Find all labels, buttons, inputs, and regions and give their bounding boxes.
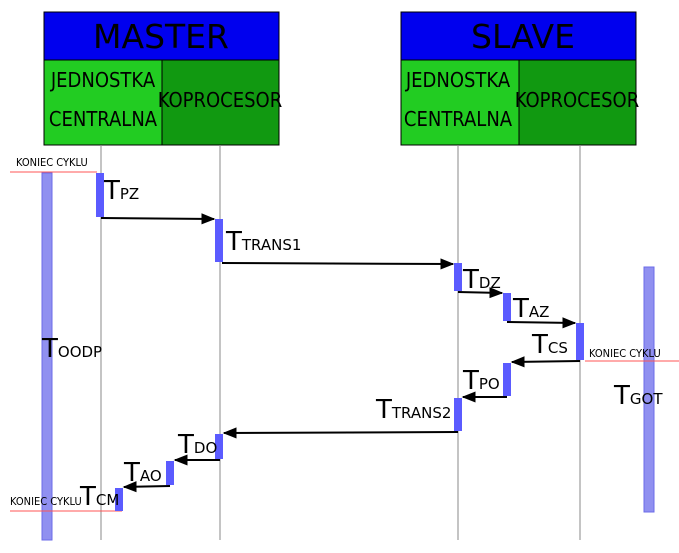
msg-arrow-cs-return [510, 356, 581, 368]
label-tdo-sub: DO [194, 439, 217, 457]
label-tcm-main: T [79, 482, 96, 512]
activation-ttrans2 [454, 398, 462, 431]
label-tpo-sub: PO [479, 375, 500, 393]
activation-tcm [115, 488, 123, 511]
msg-arrow-az [506, 317, 577, 329]
label-tdz-sub: DZ [479, 274, 501, 292]
master-cpu-label-line1: JEDNOSTKA [50, 68, 156, 92]
slave-cpu-label-line2: CENTRALNA [404, 107, 513, 131]
activation-ttrans1 [215, 219, 223, 262]
master-cpu-box [43, 59, 163, 146]
slave-title: SLAVE [471, 17, 575, 56]
tgot-period-bar [643, 266, 655, 513]
master-coproc-box [161, 59, 280, 146]
label-tdo: TDO [177, 430, 217, 460]
cycle-end-note-bottom: KONIEC CYKLU [10, 495, 82, 508]
label-tcm: TCM [79, 482, 119, 512]
msg-arrow-trans1 [221, 258, 455, 270]
label-tpz-main: T [103, 176, 120, 206]
cycle-end-note-top: KONIEC CYKLU [16, 156, 88, 169]
label-toodp-sub: OODP [58, 343, 102, 361]
toodp-period-bar [41, 172, 53, 541]
label-tgot-sub: GOT [630, 390, 663, 408]
slave-header-box [400, 11, 637, 61]
activation-tao [166, 461, 174, 485]
activation-tdo [215, 434, 223, 459]
msg-arrow-master-to-coproc [100, 213, 216, 225]
master-cpu-label-line2: CENTRALNA [49, 107, 158, 131]
label-taz-sub: AZ [529, 303, 550, 321]
activation-taz [503, 293, 511, 321]
activation-tpo [503, 363, 511, 396]
label-tcs-main: T [531, 330, 548, 360]
label-tao-sub: AO [140, 467, 162, 485]
slave-cpu-label-line1: JEDNOSTKA [405, 68, 511, 92]
activation-tdz [454, 263, 462, 291]
label-tcs: TCS [531, 330, 568, 360]
label-toodp: TOODP [41, 334, 102, 364]
label-tgot: TGOT [613, 381, 663, 411]
label-tpz: TPZ [103, 176, 139, 206]
master-title: MASTER [93, 17, 229, 56]
slave-coproc-box [518, 59, 637, 146]
label-tdz: TDZ [462, 265, 501, 295]
label-ttrans1-sub: TRANS1 [241, 236, 302, 254]
slave-coproc-label: KOPROCESOR [515, 88, 639, 112]
master-header-box [43, 11, 280, 61]
label-taz: TAZ [512, 294, 549, 324]
label-tao-main: T [123, 458, 140, 488]
label-ttrans1-main: T [225, 227, 242, 257]
activation-tcs [576, 323, 584, 360]
label-tdz-main: T [462, 265, 479, 295]
cycle-end-note-right: KONIEC CYKLU [589, 347, 661, 360]
label-tpz-sub: PZ [120, 185, 139, 203]
label-tcm-sub: CM [96, 491, 119, 509]
activation-tpz [96, 173, 104, 217]
label-ttrans1: TTRANS1 [225, 227, 301, 257]
msg-arrow-slave-cpu-to-coproc [457, 287, 504, 299]
master-coproc-label: KOPROCESOR [158, 88, 282, 112]
label-ttrans2-sub: TRANS2 [391, 404, 452, 422]
label-taz-main: T [512, 294, 529, 324]
label-toodp-main: T [41, 334, 58, 364]
label-tao: TAO [123, 458, 162, 488]
label-ttrans2-main: T [375, 395, 392, 425]
label-tpo: TPO [462, 366, 500, 396]
label-tgot-main: T [613, 381, 630, 411]
msg-arrow-ao-return [122, 481, 171, 493]
slave-cpu-box [400, 59, 520, 146]
label-tcs-sub: CS [548, 339, 568, 357]
msg-arrow-trans2 [222, 427, 459, 439]
label-tdo-main: T [177, 430, 194, 460]
label-tpo-main: T [462, 366, 479, 396]
label-ttrans2: TTRANS2 [375, 395, 451, 425]
